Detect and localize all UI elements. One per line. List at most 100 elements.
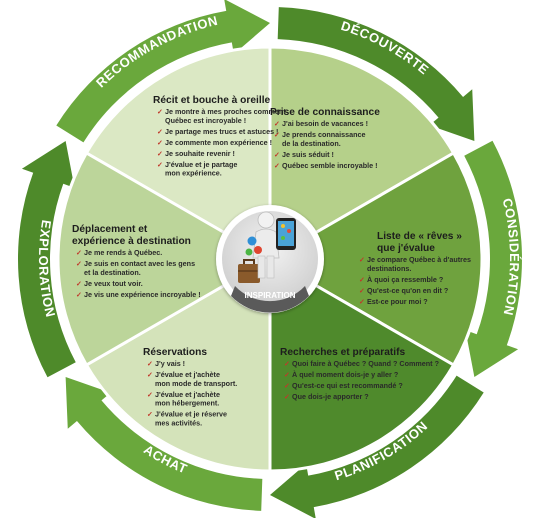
bullet-icon: ✓ <box>274 119 280 128</box>
segment-item-line: Je compare Québec à d'autres <box>367 255 471 264</box>
cycle-arrows <box>17 0 523 518</box>
segment-item: ✓À quoi ça ressemble ? <box>359 275 443 284</box>
segment-item-line: destinations. <box>367 264 411 273</box>
segment-item-line: Québec est incroyable ! <box>165 116 246 125</box>
segment-item-line: Qu'est-ce qu'on en dit ? <box>367 286 448 295</box>
cycle-arrow <box>464 140 523 377</box>
segment-item-line: de la destination. <box>282 139 341 148</box>
segment-item: ✓Québec semble incroyable ! <box>274 161 377 170</box>
segment-item-line: J'évalue et je partage <box>165 160 237 169</box>
segment-title: Prise de connaissance <box>270 107 380 118</box>
bullet-icon: ✓ <box>157 107 163 116</box>
segment-item-line: mes activités. <box>155 418 202 427</box>
segment-title-line: Déplacement et <box>72 224 148 235</box>
segment-content: Liste de « rêves »que j'évalue✓Je compar… <box>359 231 471 306</box>
segment-item: ✓Qu'est-ce qu'on en dit ? <box>359 286 448 295</box>
bullet-icon: ✓ <box>274 150 280 159</box>
segment-item-line: J'évalue et je réserve <box>155 410 227 419</box>
segment-title-line: Réservations <box>143 347 207 358</box>
bullet-icon: ✓ <box>274 130 280 139</box>
bullet-icon: ✓ <box>359 275 365 284</box>
segment-item: ✓Est-ce pour moi ? <box>359 297 428 306</box>
cycle-segments <box>56 45 484 473</box>
center-label-band <box>231 286 309 313</box>
segment-item-line: Québec semble incroyable ! <box>282 161 377 170</box>
bullet-icon: ✓ <box>147 390 153 399</box>
segment-title-line: que j'évalue <box>377 243 435 254</box>
segment-title-line: expérience à destination <box>72 236 191 247</box>
segment-title: Récit et bouche à oreille <box>153 95 271 106</box>
segment-title: Réservations <box>143 347 207 358</box>
cycle-arrow <box>277 7 475 141</box>
bullet-icon: ✓ <box>284 381 290 390</box>
bullet-icon: ✓ <box>359 297 365 306</box>
segment-item-line: Je prends connaissance <box>282 130 366 139</box>
segment-item-line: Je suis en contact avec les gens <box>84 259 195 268</box>
segment-item: ✓Je vis une expérience incroyable ! <box>76 290 201 299</box>
segment-item-line: Je veux tout voir. <box>84 279 143 288</box>
bullet-icon: ✓ <box>147 359 153 368</box>
cycle-arrow <box>65 377 263 511</box>
segment-title: Liste de « rêves »que j'évalue <box>377 231 462 254</box>
segment-item-line: J'évalue et j'achète <box>155 390 220 399</box>
segment-content: Recherches et préparatifs✓Quoi faire à Q… <box>280 347 439 401</box>
bullet-icon: ✓ <box>274 161 280 170</box>
cycle-arrow <box>270 375 484 518</box>
segment-content: Récit et bouche à oreille✓Je montre à me… <box>153 95 286 178</box>
segment-item-line: J'évalue et j'achète <box>155 370 220 379</box>
segment-title: Recherches et préparatifs <box>280 347 405 358</box>
segment-item: ✓À quel moment dois-je y aller ? <box>284 370 398 379</box>
cycle-segment-texts: Récit et bouche à oreille✓Je montre à me… <box>72 95 471 427</box>
cycle-arrow <box>17 141 76 378</box>
segment-item-line: et la destination. <box>84 268 141 277</box>
segment-item-line: Je commente mon expérience ! <box>165 138 272 147</box>
segment-item-line: Quoi faire à Québec ? Quand ? Comment ? <box>292 359 439 368</box>
segment-item-line: Je me rends à Québec. <box>84 248 162 257</box>
segment-item: ✓Qu'est-ce qui est recommandé ? <box>284 381 403 390</box>
segment-item: ✓Je partage mes trucs et astuces ! <box>157 127 278 136</box>
segment-item: ✓Que dois-je apporter ? <box>284 392 369 401</box>
bullet-icon: ✓ <box>76 290 82 299</box>
bullet-icon: ✓ <box>76 248 82 257</box>
segment-item: ✓Je suis séduit ! <box>274 150 334 159</box>
bullet-icon: ✓ <box>284 370 290 379</box>
person-with-smartphone-and-suitcase-icon <box>238 211 296 283</box>
segment-item-line: Est-ce pour moi ? <box>367 297 428 306</box>
segment-item-line: À quoi ça ressemble ? <box>367 275 443 284</box>
bullet-icon: ✓ <box>147 410 153 419</box>
segment-item-line: J'ai besoin de vacances ! <box>282 119 368 128</box>
segment-title-line: Liste de « rêves » <box>377 231 462 242</box>
segment-item-line: Que dois-je apporter ? <box>292 392 369 401</box>
segment-item-line: Je montre à mes proches comment <box>165 107 286 116</box>
segment-item-line: À quel moment dois-je y aller ? <box>292 370 398 379</box>
bullet-icon: ✓ <box>359 286 365 295</box>
segment-title-line: Prise de connaissance <box>270 107 380 118</box>
segment-item-line: Je partage mes trucs et astuces ! <box>165 127 278 136</box>
segment-title-line: Récit et bouche à oreille <box>153 95 271 106</box>
segment-item-line: Je vis une expérience incroyable ! <box>84 290 201 299</box>
bullet-icon: ✓ <box>157 149 163 158</box>
bullet-icon: ✓ <box>76 279 82 288</box>
bullet-icon: ✓ <box>284 359 290 368</box>
segment-item: ✓Je commente mon expérience ! <box>157 138 272 147</box>
bullet-icon: ✓ <box>359 255 365 264</box>
segment-item-line: Je souhaite revenir ! <box>165 149 235 158</box>
segment-item-line: mon hébergement. <box>155 399 219 408</box>
cycle-arrow <box>56 0 270 143</box>
segment-item: ✓Je me rends à Québec. <box>76 248 162 257</box>
segment-item: ✓Quoi faire à Québec ? Quand ? Comment ? <box>284 359 439 368</box>
segment-item: ✓J'y vais ! <box>147 359 185 368</box>
segment-item-line: Qu'est-ce qui est recommandé ? <box>292 381 403 390</box>
segment-title-line: Recherches et préparatifs <box>280 347 405 358</box>
segment-item-line: Je suis séduit ! <box>282 150 334 159</box>
bullet-icon: ✓ <box>157 160 163 169</box>
bullet-icon: ✓ <box>284 392 290 401</box>
